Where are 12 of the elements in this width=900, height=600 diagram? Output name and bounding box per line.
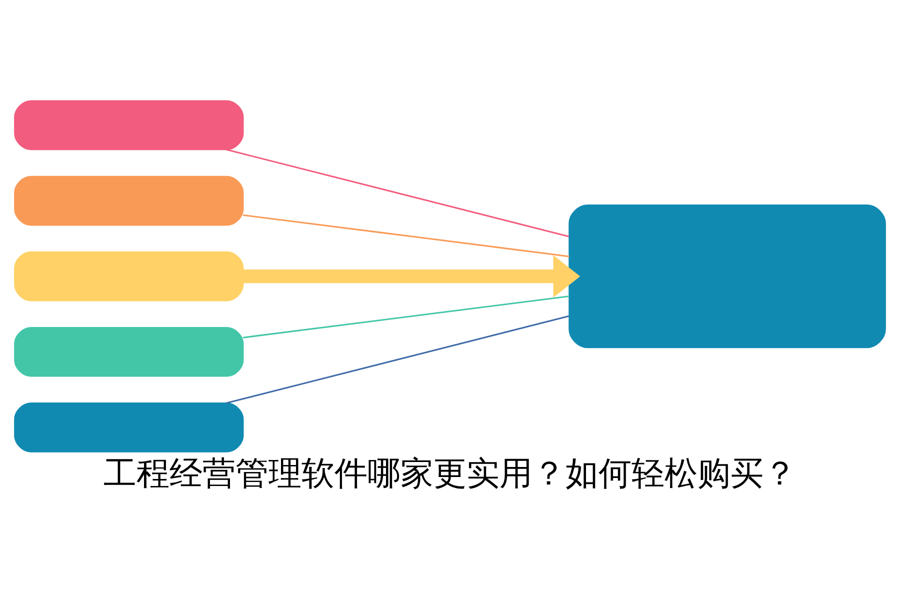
node-box: [14, 100, 244, 150]
connector: [243, 294, 570, 338]
arrow: [243, 254, 580, 297]
caption: 工程经营管理软件哪家更实用？如何轻松购买？: [104, 452, 796, 492]
node-box: [14, 402, 244, 452]
node-box: [14, 175, 244, 226]
connector: [226, 148, 569, 237]
node-box: [14, 250, 244, 301]
connector: [226, 314, 569, 404]
connector: [243, 214, 570, 257]
node-box: [568, 204, 886, 348]
node-box: [14, 326, 244, 376]
